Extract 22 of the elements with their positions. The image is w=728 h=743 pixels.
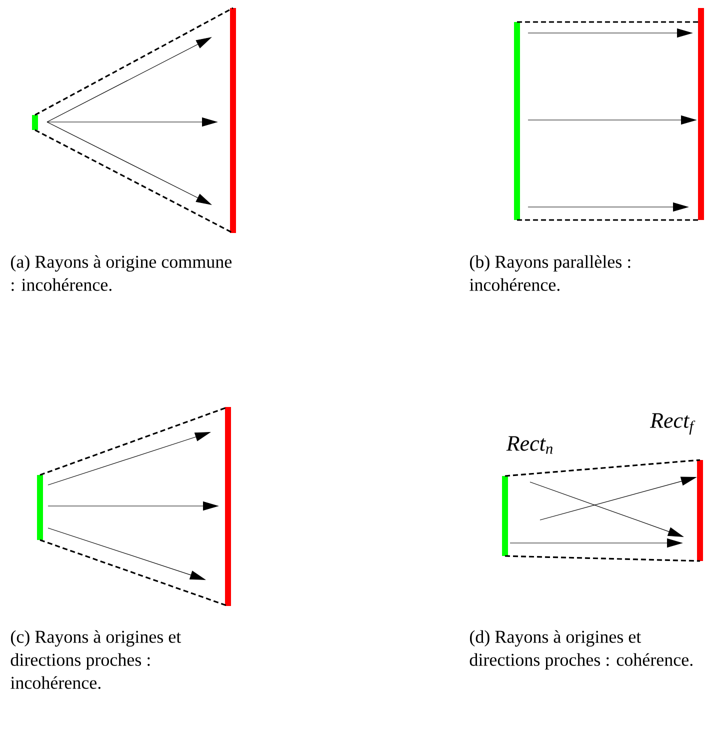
dashed-line	[34, 129, 234, 234]
dashed-line	[40, 539, 228, 607]
bar	[225, 407, 231, 606]
bar	[32, 115, 38, 130]
caption: (c) Rayons à origines et directions proches : incohérence.	[10, 630, 182, 689]
dashed-line	[517, 21, 701, 23]
dashed-line	[40, 406, 228, 476]
dashed-line	[517, 219, 701, 221]
bar	[697, 460, 703, 561]
dashed-line	[504, 555, 700, 562]
caption: (d) Rayons à origines et directions proches : cohérence.	[470, 630, 692, 670]
dashed-line	[504, 459, 700, 477]
caption: (a) Rayons à origine commune : incohérence.	[10, 255, 232, 291]
bar-label: Rect$_{f}$	[650, 413, 696, 435]
bar	[698, 8, 704, 220]
caption: (b) Rayons parallèles : incohérence.	[470, 255, 630, 291]
bar-label: Rect$_{n}$	[506, 436, 552, 454]
bar	[37, 475, 43, 540]
bar	[230, 8, 236, 233]
dashed-line	[34, 7, 234, 116]
bar	[502, 476, 508, 556]
bar	[514, 22, 520, 220]
